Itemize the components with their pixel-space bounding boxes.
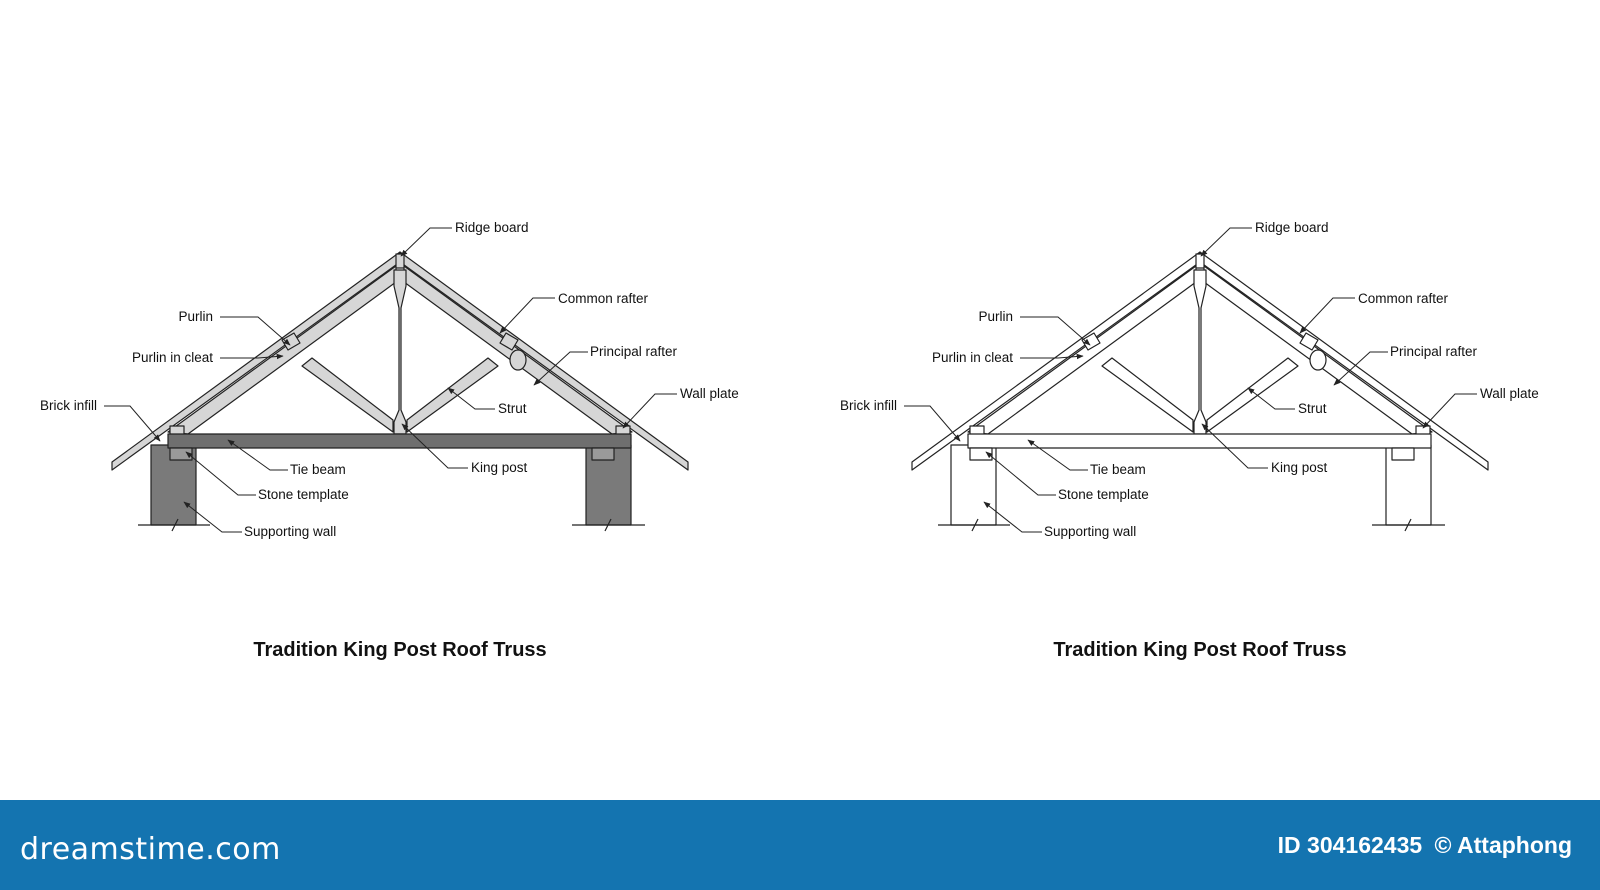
copyright-text: © Attaphong [1434, 832, 1572, 858]
label-purlin-in-cleat: Purlin in cleat [132, 350, 213, 365]
label-king-post: King post [471, 460, 528, 475]
king-post [393, 269, 407, 435]
label-stone-template: Stone template [258, 487, 349, 502]
ground-line-left [938, 518, 1010, 532]
label-wall-plate: Wall plate [1480, 386, 1539, 401]
footer-bar: dreamstime.com ID 304162435 © Attaphong [0, 800, 1600, 890]
label-purlin: Purlin [978, 309, 1013, 324]
truss-structure [111, 251, 689, 532]
purlin-left [281, 332, 301, 351]
label-supporting-wall: Supporting wall [1044, 524, 1136, 539]
label-brick-infill: Brick infill [840, 398, 897, 413]
leader-purlin [220, 316, 291, 346]
leader-purlin-in-cleat [1020, 353, 1084, 360]
purlin-cleat-right [509, 349, 527, 371]
leader-common-rafter [499, 297, 555, 334]
ridge-board [1195, 253, 1205, 269]
label-common-rafter: Common rafter [1358, 291, 1449, 306]
leader-strut [1247, 387, 1295, 410]
label-strut: Strut [1298, 401, 1327, 416]
king-post [1193, 269, 1207, 435]
strut-left [1101, 357, 1194, 433]
leader-ridge-board [1200, 227, 1252, 257]
leader-purlin-in-cleat [220, 353, 284, 360]
leader-wall-plate [1422, 393, 1477, 429]
leader-supporting-wall [983, 501, 1042, 533]
ground-line-right [572, 518, 645, 532]
label-supporting-wall: Supporting wall [244, 524, 336, 539]
image-id: ID 304162435 [1277, 832, 1423, 858]
ground-line-right [1372, 518, 1445, 532]
truss-structure [911, 251, 1489, 532]
leader-strut [447, 387, 495, 410]
purlin-right [499, 332, 519, 351]
label-king-post: King post [1271, 460, 1328, 475]
label-brick-infill: Brick infill [40, 398, 97, 413]
tie-beam [967, 433, 1432, 449]
stone-template-right [591, 447, 615, 461]
label-ridge-board: Ridge board [1255, 220, 1329, 235]
label-ridge-board: Ridge board [455, 220, 529, 235]
leader-brick-infill [104, 405, 161, 442]
stone-template-right [1391, 447, 1415, 461]
label-tie-beam: Tie beam [1090, 462, 1146, 477]
leader-supporting-wall [183, 501, 242, 533]
brand-logo: dreamstime.com [20, 832, 281, 867]
label-strut: Strut [498, 401, 527, 416]
label-principal-rafter: Principal rafter [590, 344, 678, 359]
leader-king-post [401, 423, 468, 469]
leader-stone-template [185, 451, 256, 496]
leader-stone-template [985, 451, 1056, 496]
tie-beam [167, 433, 632, 449]
leader-principal-rafter [1333, 351, 1388, 386]
leader-king-post [1201, 423, 1268, 469]
label-stone-template: Stone template [1058, 487, 1149, 502]
ridge-board [395, 253, 405, 269]
label-purlin: Purlin [178, 309, 213, 324]
purlin-cleat-right [1309, 349, 1327, 371]
label-common-rafter: Common rafter [558, 291, 649, 306]
label-purlin-in-cleat: Purlin in cleat [932, 350, 1013, 365]
strut-right [406, 357, 499, 433]
diagram-title: Tradition King Post Roof Truss [253, 639, 546, 661]
strut-left [301, 357, 394, 433]
leader-common-rafter [1299, 297, 1355, 334]
leader-brick-infill [904, 405, 961, 442]
leader-wall-plate [622, 393, 677, 429]
leader-tie-beam [1027, 439, 1088, 471]
image-credit: ID 304162435 © Attaphong [1272, 832, 1572, 859]
purlin-left [1081, 332, 1101, 351]
leader-principal-rafter [533, 351, 588, 386]
label-tie-beam: Tie beam [290, 462, 346, 477]
diagram-title: Tradition King Post Roof Truss [1053, 639, 1346, 661]
label-wall-plate: Wall plate [680, 386, 739, 401]
strut-right [1206, 357, 1299, 433]
ground-line-left [138, 518, 210, 532]
leader-purlin [1020, 316, 1091, 346]
purlin-right [1299, 332, 1319, 351]
label-principal-rafter: Principal rafter [1390, 344, 1478, 359]
leader-ridge-board [400, 227, 452, 257]
leader-tie-beam [227, 439, 288, 471]
